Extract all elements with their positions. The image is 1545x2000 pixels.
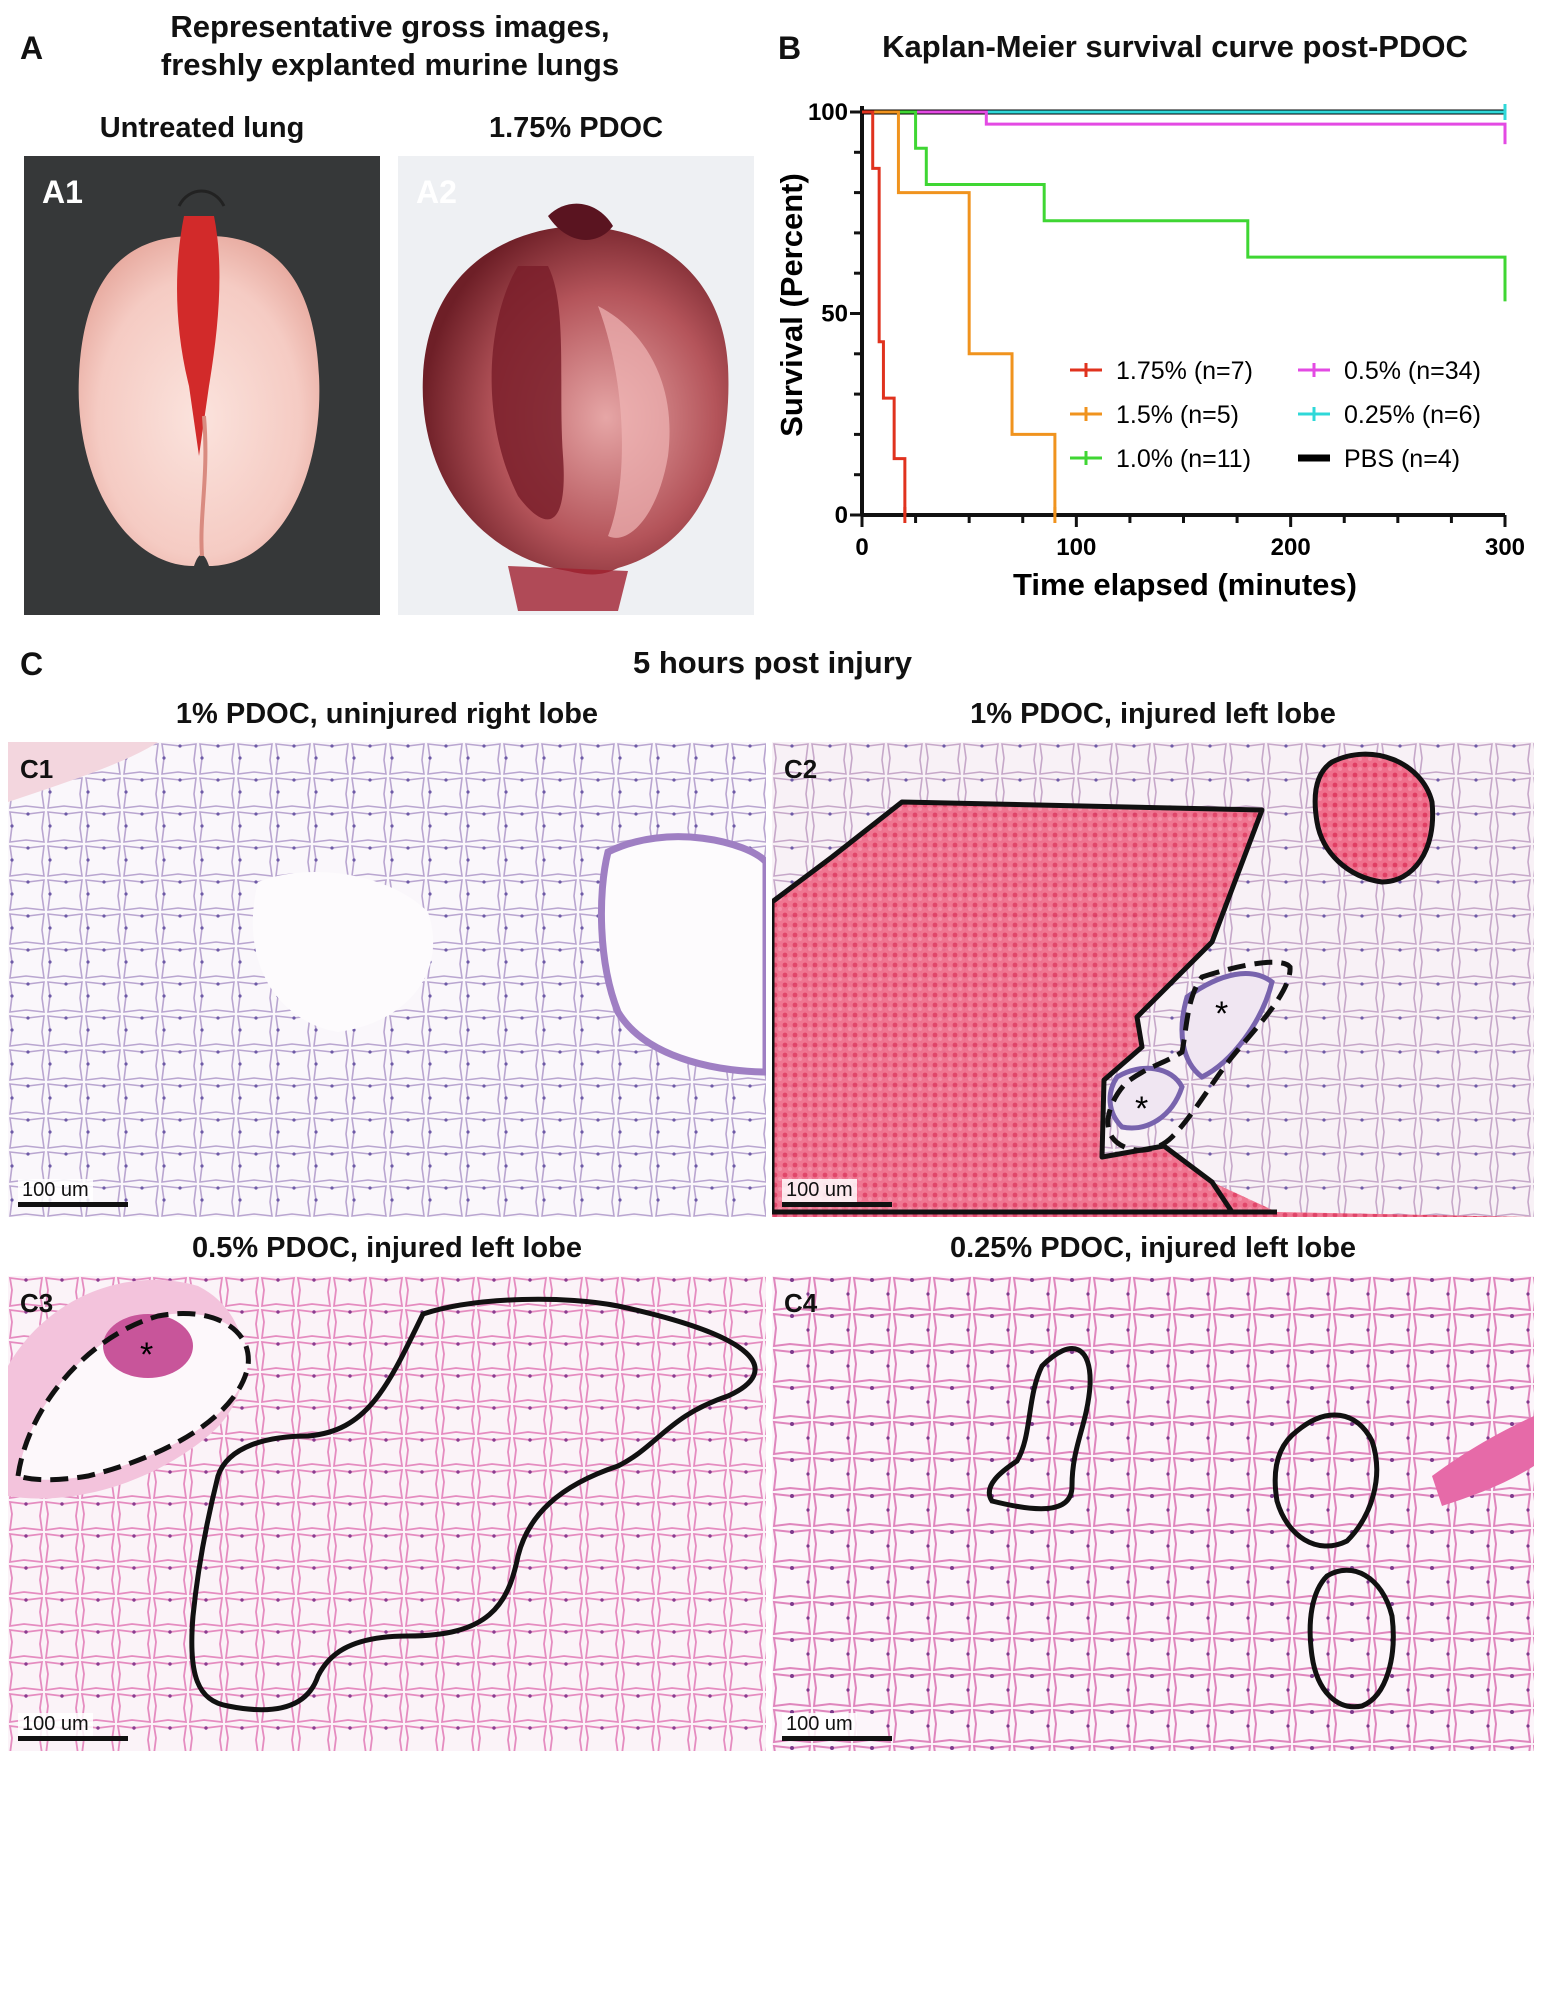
a2-tag: A2 — [416, 174, 457, 210]
km-series-lines — [862, 104, 1507, 523]
c2-label: 1% PDOC, injured left lobe — [970, 698, 1336, 730]
c3-tag: C3 — [20, 1288, 54, 1318]
panel-a-letter: A — [20, 30, 44, 66]
c1-label: 1% PDOC, uninjured right lobe — [175, 698, 599, 730]
c4-tag: C4 — [784, 1288, 818, 1318]
c3-tissue: * — [8, 1276, 766, 1751]
km-legend-label: 0.5% (n=34) — [1344, 357, 1481, 385]
c3-histology-image: * C3 100 um — [8, 1276, 766, 1751]
km-x-tick-label: 100 — [1056, 534, 1096, 561]
c3-scale-line — [18, 1736, 128, 1741]
c2-scale-line — [782, 1202, 892, 1207]
c1-tag: C1 — [20, 754, 54, 784]
c2-scale-bar: 100 um — [782, 1179, 892, 1207]
km-series-0_5 — [862, 110, 1507, 137]
km-axes: 0 100 200 300 0 50 100 — [808, 99, 1525, 561]
untreated-lung-illustration — [24, 156, 380, 615]
c4-tissue — [772, 1276, 1534, 1751]
pdoc-lung-photo: A2 — [398, 156, 754, 615]
km-y-axis-label: Survival (Percent) — [774, 173, 809, 437]
a1-tag: A1 — [42, 174, 83, 210]
untreated-lung-photo: A1 — [24, 156, 380, 615]
c1-histology-image: C1 100 um — [8, 742, 766, 1217]
km-x-tick-label: 300 — [1485, 534, 1525, 561]
km-x-tick-label: 0 — [855, 534, 868, 561]
untreated-lung-label: Untreated lung — [99, 112, 305, 144]
c3-scale-label: 100 um — [18, 1713, 93, 1736]
c3-asterisk: * — [140, 1336, 153, 1374]
pdoc-lung-label: 1.75% PDOC — [488, 112, 664, 144]
c4-scale-line — [782, 1736, 892, 1741]
c2-histology-image: * * C2 100 um — [772, 742, 1534, 1217]
panel-b-letter: B — [778, 30, 802, 66]
c3-label: 0.5% PDOC, injured left lobe — [192, 1232, 582, 1264]
km-legend-label: 0.25% (n=6) — [1344, 401, 1481, 429]
c4-label: 0.25% PDOC, injured left lobe — [949, 1232, 1357, 1264]
km-legend-label: PBS (n=4) — [1344, 445, 1460, 473]
km-y-tick-label: 0 — [835, 502, 848, 529]
c4-scale-label: 100 um — [782, 1713, 857, 1736]
c1-tissue — [8, 742, 766, 1217]
km-legend-label: 1.5% (n=5) — [1116, 401, 1239, 429]
km-legend: 1.75% (n=7) 1.5% (n=5) 1.0% (n=11) 0.5% (n=… — [1070, 357, 1481, 473]
c4-histology-image: C4 100 um — [772, 1276, 1534, 1751]
panel-a-title-line1: Representative gross images, — [170, 9, 610, 44]
km-legend-label: 1.75% (n=7) — [1116, 357, 1253, 385]
pdoc-lung-illustration — [398, 156, 754, 615]
panel-c-title: 5 hours post injury — [632, 645, 913, 680]
c2-asterisk-1: * — [1215, 995, 1228, 1033]
c2-asterisk-2: * — [1135, 1090, 1148, 1128]
panel-a-title-line2: freshly explanted murine lungs — [160, 47, 620, 82]
km-series-1_5 — [862, 110, 1057, 515]
c4-scale-bar: 100 um — [782, 1713, 892, 1741]
c2-tissue: * * — [772, 742, 1534, 1217]
c1-scale-bar: 100 um — [18, 1179, 128, 1207]
km-y-tick-label: 100 — [808, 99, 848, 126]
panel-c-letter: C — [20, 646, 44, 682]
panel-b-title: Kaplan-Meier survival curve post-PDOC — [882, 29, 1468, 64]
km-x-tick-label: 200 — [1271, 534, 1311, 561]
km-legend-label: 1.0% (n=11) — [1116, 445, 1251, 473]
km-x-axis-label: Time elapsed (minutes) — [1013, 567, 1357, 602]
c2-scale-label: 100 um — [782, 1179, 857, 1202]
c1-scale-line — [18, 1202, 128, 1207]
c3-scale-bar: 100 um — [18, 1713, 128, 1741]
km-series-1_75 — [862, 110, 907, 515]
km-y-tick-label: 50 — [821, 301, 848, 328]
panel-a-title: Representative gross images, freshly exp… — [100, 8, 680, 84]
c2-tag: C2 — [784, 754, 818, 784]
c1-scale-label: 100 um — [18, 1179, 93, 1202]
km-series-1_0 — [862, 110, 1507, 294]
